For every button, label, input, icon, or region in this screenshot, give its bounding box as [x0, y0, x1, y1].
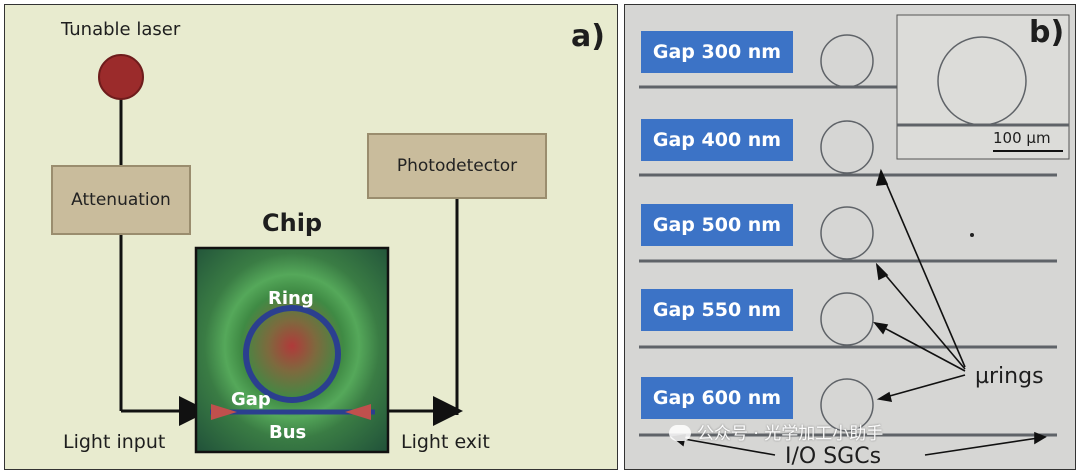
defect-speck	[970, 233, 974, 237]
micro-ring	[820, 34, 874, 88]
sgc-annotation: I/O SGCs	[785, 444, 882, 469]
sgc-pointer-arrow-left	[672, 436, 776, 456]
input-coupler-arrowhead	[211, 404, 237, 420]
light-input-label: Light input	[63, 431, 166, 453]
ring-label: Ring	[268, 288, 314, 309]
output-coupler-arrowhead	[345, 404, 371, 420]
panel-a-setup-diagram: Tunable laser Attenuation Photodetector …	[4, 4, 618, 470]
ring-pointer-arrow	[876, 264, 966, 370]
panel-a-letter: a)	[571, 19, 605, 54]
tunable-laser-label: Tunable laser	[61, 19, 181, 40]
ring-pointer-arrowhead	[873, 321, 889, 335]
ring-pointer-arrow	[878, 374, 966, 400]
ring-pointer-arrowhead	[875, 262, 889, 281]
bus-label: Bus	[269, 422, 307, 443]
ring-pointer-arrowhead	[875, 168, 889, 186]
setup-schematic	[98, 54, 463, 454]
gap-label-300: Gap 300 nm	[641, 31, 793, 73]
micro-ring	[820, 292, 874, 346]
photodetector-box: Photodetector	[367, 133, 547, 199]
panel-b-micrograph: Gap 300 nm Gap 400 nm Gap 500 nm Gap 550…	[624, 4, 1076, 470]
panel-b-letter: b)	[1029, 15, 1065, 50]
ring-resonator	[243, 305, 341, 403]
ring-pointer-arrow	[874, 322, 966, 372]
light-exit-label: Light exit	[401, 431, 490, 453]
micrograph-drawing	[639, 14, 1070, 456]
rings-annotation: µrings	[975, 364, 1044, 389]
watermark-text: 公众号 · 光学加工小助手	[669, 419, 883, 444]
gap-label-600: Gap 600 nm	[641, 377, 793, 419]
sgc-pointer-arrowhead	[1034, 431, 1047, 445]
ring-pointer-arrowhead	[876, 391, 893, 402]
gap-label: Gap	[231, 389, 271, 410]
micro-ring	[820, 378, 874, 432]
micro-ring	[820, 120, 874, 174]
wechat-icon	[669, 425, 691, 441]
sgc-pointer-arrow-right	[924, 436, 1046, 456]
chip-label: Chip	[262, 209, 323, 237]
laser-icon	[98, 54, 144, 100]
gap-label-500: Gap 500 nm	[641, 204, 793, 246]
chip-area	[194, 246, 390, 454]
micro-ring	[820, 206, 874, 260]
gap-label-550: Gap 550 nm	[641, 289, 793, 331]
ring-pointer-arrow	[880, 170, 966, 368]
gap-label-400: Gap 400 nm	[641, 119, 793, 161]
inset-panel	[896, 14, 1070, 160]
scale-bar-label: 100 µm	[993, 129, 1051, 147]
attenuation-box: Attenuation	[51, 165, 191, 235]
